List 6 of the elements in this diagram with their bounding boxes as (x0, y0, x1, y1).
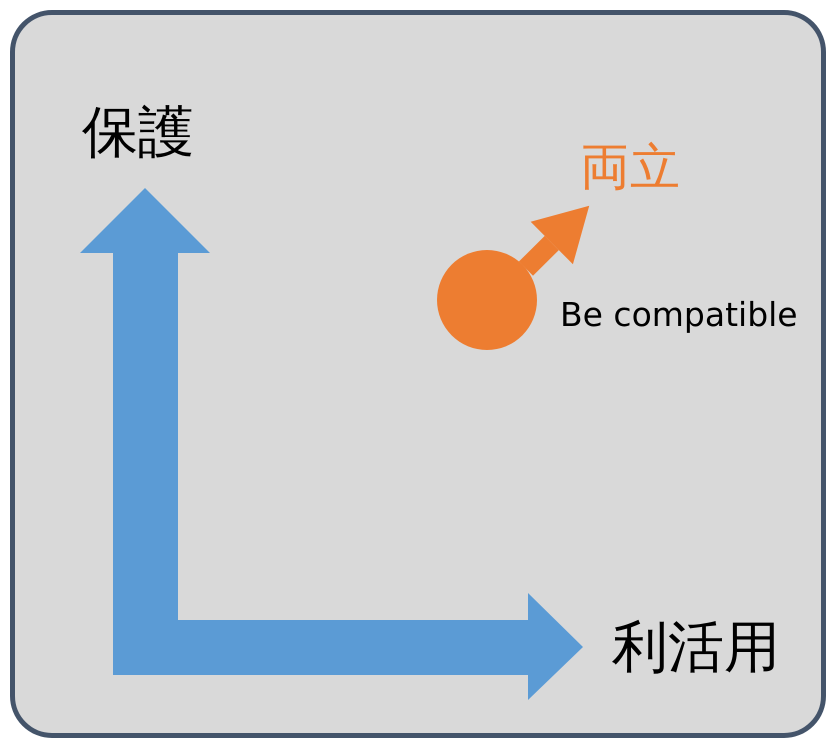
node-title: 両立 (580, 140, 680, 195)
arrow (518, 206, 590, 276)
caption-text: Be compatible (560, 298, 798, 331)
axis-label: 保護 (82, 105, 194, 161)
dot (437, 250, 537, 350)
axis-label: 利活用 (612, 620, 780, 676)
